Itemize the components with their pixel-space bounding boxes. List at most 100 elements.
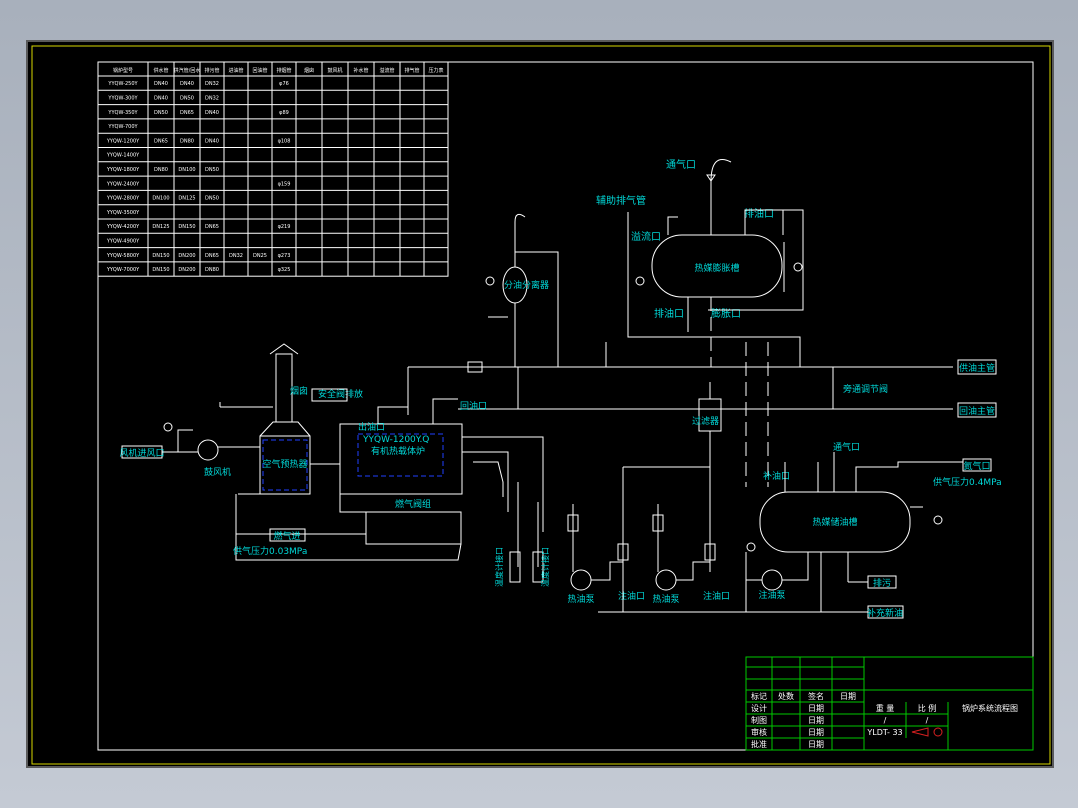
nitrogen-pressure-label: 供气压力0.4MPa bbox=[933, 476, 1002, 488]
vent-valve bbox=[706, 174, 716, 182]
table-header-cell: 回油管 bbox=[252, 67, 267, 74]
table-cell: DN32 bbox=[205, 95, 219, 101]
table-cell: DN80 bbox=[154, 167, 168, 173]
overflow-label: 溢流口 bbox=[631, 230, 661, 243]
title-block: 标记 处数 签名 日期 设计 日期 制图 日期 审核 日期 批准 日期 重 量 … bbox=[745, 656, 1034, 751]
table-cell: YYQW-1400Y bbox=[106, 153, 140, 159]
filling1-label: 注油口 bbox=[618, 590, 645, 602]
table-header-cell: 供汽管/回水 bbox=[174, 67, 201, 74]
table-header-cell: 压力表 bbox=[428, 67, 443, 74]
boiler-name: 有机热载体炉 bbox=[371, 445, 425, 457]
table-cell: DN80 bbox=[180, 138, 194, 144]
table-cell: YYQW-4900Y bbox=[106, 238, 140, 244]
table-cell: DN40 bbox=[205, 110, 219, 116]
drain-oil-label: 排污 bbox=[873, 577, 891, 589]
fill-pump-icon bbox=[761, 569, 783, 591]
table-cell: φ219 bbox=[278, 224, 291, 230]
table-cell: DN65 bbox=[205, 253, 219, 259]
table-cell: DN65 bbox=[180, 110, 194, 116]
expansion-tank: 热媒膨胀槽 通气口 辅助排气管 溢流口 排油口 排油口 膨胀口 bbox=[596, 158, 804, 367]
preheater-label: 空气预热器 bbox=[262, 458, 307, 470]
table-cell: DN100 bbox=[152, 196, 169, 202]
expansion-tank-label: 热媒膨胀槽 bbox=[694, 262, 739, 274]
boiler: YYQW-1200Y.Q 有机热载体炉 出油口 回油口 安全阀排放 bbox=[311, 388, 544, 532]
vent-gooseneck bbox=[710, 159, 732, 183]
vent2-label: 通气口 bbox=[833, 441, 860, 453]
table-cell: YYQW-300Y bbox=[107, 95, 138, 101]
inlet-label: 回油口 bbox=[460, 400, 487, 412]
table-cell: φ108 bbox=[278, 138, 291, 144]
table-cell: φ273 bbox=[278, 253, 291, 259]
tb-scale: 比 例 bbox=[918, 703, 937, 713]
table-cell: DN40 bbox=[154, 95, 168, 101]
tb-check-date: 日期 bbox=[808, 728, 824, 737]
table-cell: DN150 bbox=[152, 253, 169, 259]
tb-design-date: 日期 bbox=[808, 704, 824, 713]
return-main-label: 回油主管 bbox=[959, 405, 995, 417]
expansion-port-label: 膨胀口 bbox=[711, 307, 741, 320]
table-cell: DN50 bbox=[180, 95, 194, 101]
gas-train-label: 燃气阀组 bbox=[395, 498, 431, 510]
preheater: 空气预热器 烟囱 bbox=[219, 343, 340, 495]
gas-in-label: 燃气进 bbox=[273, 530, 300, 542]
drawing-sheet: 锅炉型号供水管供汽管/回水排污管进油管回油管排烟管烟囱鼓风机补水管溢流管排气管压… bbox=[26, 40, 1054, 768]
tb-title: 锅炉系统流程图 bbox=[962, 703, 1018, 713]
supply-main-label: 供油主管 bbox=[959, 362, 995, 374]
table-cell: YYQW-5800Y bbox=[106, 253, 140, 259]
gas-train: 燃气阀组 燃气进 供气压力0.03MPa bbox=[233, 493, 462, 561]
filter-label: 过滤器 bbox=[692, 415, 719, 427]
storage-tank-label: 热媒储油槽 bbox=[812, 516, 857, 528]
table-cell: φ159 bbox=[278, 181, 291, 187]
table-cell: DN40 bbox=[180, 81, 194, 87]
table-header-cell: 排污管 bbox=[204, 67, 219, 74]
nitrogen-label: 氮气口 bbox=[963, 460, 990, 472]
table-cell: φ89 bbox=[279, 110, 289, 116]
table-cell: DN100 bbox=[178, 167, 195, 173]
table-cell: DN150 bbox=[152, 267, 169, 273]
drain-label: 排油口 bbox=[654, 307, 684, 320]
projection-symbol-icon bbox=[911, 727, 943, 737]
safety-valve-label: 安全阀排放 bbox=[318, 388, 363, 400]
hot-pump2-icon bbox=[655, 569, 677, 591]
tb-count: 处数 bbox=[778, 691, 794, 701]
process-flow-diagram: 锅炉型号供水管供汽管/回水排污管进油管回油管排烟管烟囱鼓风机补水管溢流管排气管压… bbox=[31, 45, 1051, 765]
tb-sign: 签名 bbox=[808, 691, 824, 701]
tb-code: YLDT- 33 bbox=[866, 728, 902, 737]
table-cell: YYQW-2800Y bbox=[106, 196, 140, 202]
pipe-size-table: 锅炉型号供水管供汽管/回水排污管进油管回油管排烟管烟囱鼓风机补水管溢流管排气管压… bbox=[97, 61, 449, 277]
table-cell: φ325 bbox=[278, 267, 291, 273]
table-cell: DN200 bbox=[178, 267, 195, 273]
boiler-model: YYQW-1200Y.Q bbox=[362, 435, 429, 445]
inner-frame bbox=[97, 61, 1034, 751]
main-pipes: 供油主管 回油主管 旁通调节阀 bbox=[407, 342, 997, 487]
table-cell: DN65 bbox=[154, 138, 168, 144]
table-header-cell: 溢流管 bbox=[379, 67, 394, 74]
tb-approve: 批准 bbox=[751, 739, 767, 749]
table-cell: DN50 bbox=[205, 167, 219, 173]
tb-scale-val: / bbox=[926, 716, 929, 725]
table-cell: DN80 bbox=[205, 267, 219, 273]
table-cell: DN32 bbox=[229, 253, 243, 259]
table-cell: DN32 bbox=[205, 81, 219, 87]
chimney bbox=[275, 353, 293, 423]
temp-note2: 温度计接口 bbox=[540, 547, 550, 587]
gas-pressure-label: 供气压力0.03MPa bbox=[233, 545, 307, 557]
inlet-oil-label: 补油口 bbox=[763, 470, 790, 482]
filling2-label: 注油口 bbox=[703, 590, 730, 602]
tb-check: 审核 bbox=[751, 727, 767, 737]
table-cell: YYQW-250Y bbox=[107, 81, 138, 87]
table-cell: φ76 bbox=[279, 81, 289, 87]
tb-draw: 制图 bbox=[751, 715, 767, 725]
air-in-label: 风机进风口 bbox=[119, 447, 164, 459]
hot-oil-pumps: 热油泵 热油泵 注油口 注油口 bbox=[567, 467, 788, 613]
table-header-cell: 锅炉型号 bbox=[113, 67, 133, 74]
exhaust-pipe-label: 辅助排气管 bbox=[596, 194, 646, 207]
table-cell: DN40 bbox=[154, 81, 168, 87]
tb-weight-val: / bbox=[884, 716, 887, 725]
chimney-label: 烟囱 bbox=[290, 385, 308, 397]
tb-date: 日期 bbox=[840, 692, 856, 701]
fill-pump-label: 注油泵 bbox=[758, 589, 785, 601]
vent-label: 通气口 bbox=[666, 158, 696, 171]
blower-icon bbox=[197, 439, 219, 461]
bypass-label: 旁通调节阀 bbox=[843, 383, 888, 395]
